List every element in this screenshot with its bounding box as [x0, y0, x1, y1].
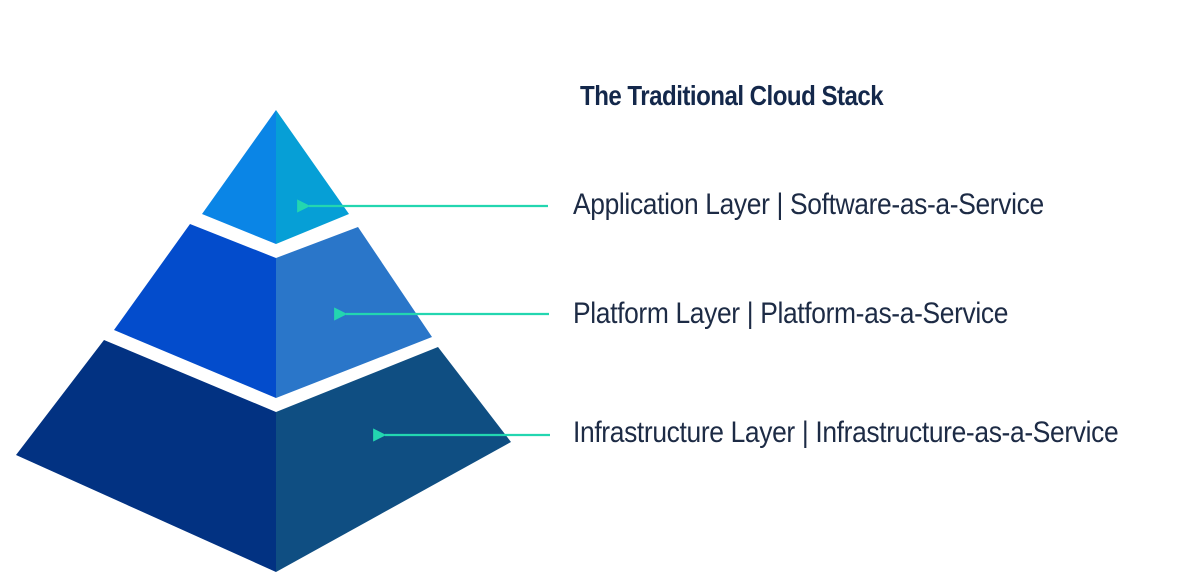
tier-application-right-face — [276, 110, 349, 244]
tier-infrastructure-left-face — [16, 340, 276, 572]
diagram-title: The Traditional Cloud Stack — [580, 80, 884, 111]
pyramid-tier-application — [202, 110, 349, 244]
layer-label-infrastructure: Infrastructure Layer | Infrastructure-as… — [573, 416, 1119, 449]
layer-label-application: Application Layer | Software-as-a-Servic… — [573, 188, 1044, 221]
tier-infrastructure-right-face — [276, 347, 511, 572]
pyramid-tier-platform — [114, 224, 432, 398]
tier-platform-right-face — [276, 227, 432, 398]
tier-application-left-face — [202, 110, 276, 244]
tier-platform-left-face — [114, 224, 276, 398]
layer-label-platform: Platform Layer | Platform-as-a-Service — [573, 297, 1009, 330]
pyramid-tier-infrastructure — [16, 340, 511, 572]
